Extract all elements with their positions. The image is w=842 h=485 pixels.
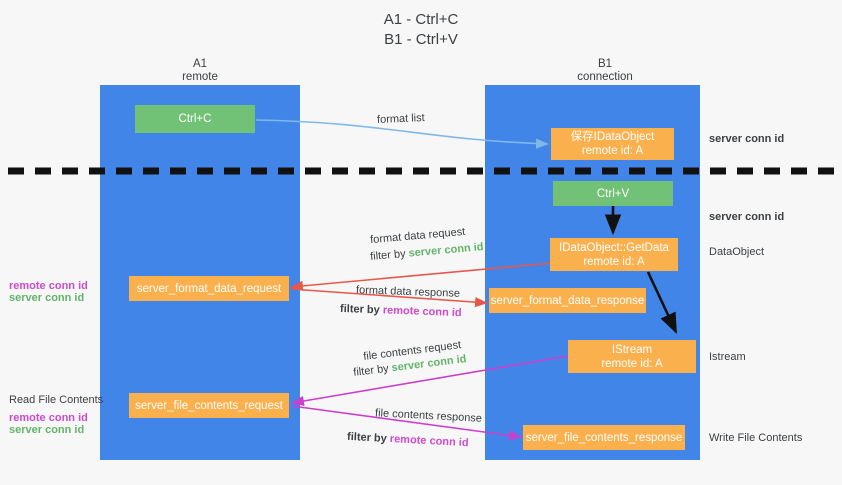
annotation-istream: Istream — [709, 351, 746, 363]
label-format-list: format list — [376, 111, 425, 127]
box-server-file-contents-response[interactable]: server_file_contents_response — [523, 425, 685, 450]
label-file-contents-response-filter: filter by remote conn id — [347, 430, 469, 450]
filter-prefix: filter by — [339, 302, 384, 317]
column-header-b1: B1 connection — [577, 58, 633, 83]
box-server-file-contents-request[interactable]: server_file_contents_request — [129, 393, 289, 418]
box-server-format-data-request-label: server_format_data_request — [136, 282, 282, 295]
column-header-a1: A1 remote — [182, 58, 218, 83]
box-idataobject-getdata[interactable]: IDataObject::GetData remote id: A — [550, 238, 678, 271]
box-idataobject-getdata-line2: remote id: A — [583, 255, 645, 268]
annotation-remote-conn-id-mid: remote conn id — [9, 280, 88, 292]
filter-prefix: filter by — [352, 362, 393, 379]
box-istream[interactable]: IStream remote id: A — [568, 340, 696, 373]
box-ctrl-c[interactable]: Ctrl+C — [135, 105, 255, 133]
label-file-contents-response: file contents response — [374, 407, 483, 425]
box-server-file-contents-request-label: server_file_contents_request — [135, 399, 283, 412]
filter-value-remote-conn-id: remote conn id — [382, 304, 462, 320]
box-istream-line1: IStream — [611, 343, 653, 356]
label-format-data-response-filter: filter by remote conn id — [340, 302, 462, 320]
label-format-data-response: format data response — [355, 284, 461, 300]
box-save-idataobject[interactable]: 保存IDataObject remote id: A — [551, 128, 674, 160]
box-istream-line2: remote id: A — [601, 357, 663, 370]
annotation-server-conn-id-left-mid: server conn id — [9, 292, 85, 304]
annotation-server-conn-id-mid: server conn id — [709, 211, 785, 223]
annotation-server-conn-id-bottom: server conn id — [9, 424, 85, 436]
page-title: A1 - Ctrl+C B1 - Ctrl+V — [383, 11, 459, 48]
annotation-read-file-contents: Read File Contents — [9, 394, 104, 406]
filter-prefix: filter by — [369, 247, 410, 263]
box-server-format-data-request[interactable]: server_format_data_request — [129, 276, 289, 301]
filter-prefix: filter by — [346, 430, 391, 446]
box-server-file-contents-response-label: server_file_contents_response — [525, 431, 683, 444]
annotation-dataobject: DataObject — [709, 246, 765, 258]
filter-value-server-conn-id: server conn id — [408, 241, 485, 260]
annotation-remote-conn-id-bottom: remote conn id — [9, 412, 88, 424]
box-save-idataobject-line1: 保存IDataObject — [570, 131, 655, 143]
box-server-format-data-response[interactable]: server_format_data_response — [489, 288, 646, 313]
box-idataobject-getdata-line1: IDataObject::GetData — [559, 241, 669, 254]
box-ctrl-v[interactable]: Ctrl+V — [553, 181, 673, 206]
box-ctrl-v-label: Ctrl+V — [596, 187, 630, 200]
box-ctrl-c-label: Ctrl+C — [178, 113, 212, 125]
annotation-write-file-contents: Write File Contents — [709, 432, 803, 444]
annotation-server-conn-id-top: server conn id — [709, 133, 785, 145]
box-save-idataobject-line2: remote id: A — [581, 145, 644, 157]
box-server-format-data-response-label: server_format_data_response — [490, 294, 645, 307]
filter-value-remote-conn-id: remote conn id — [389, 433, 469, 450]
